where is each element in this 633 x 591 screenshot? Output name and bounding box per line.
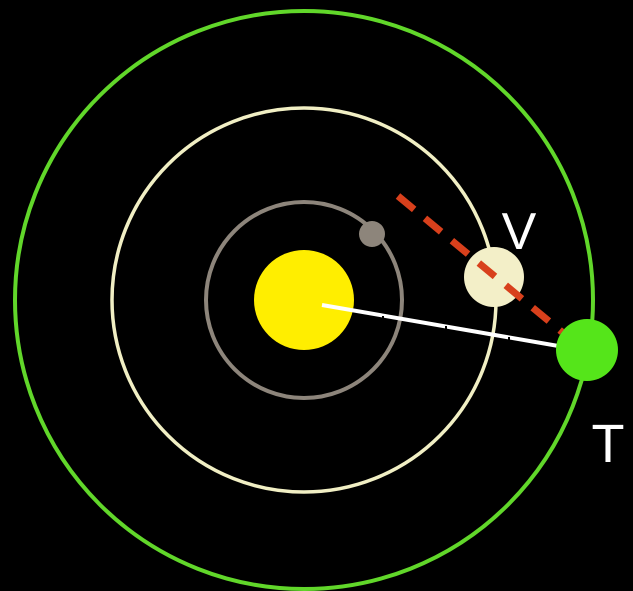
venus-label: V [502,203,537,261]
earth-planet [556,319,618,381]
earth-label: T [592,414,625,474]
mercury-planet [359,221,385,247]
sun [254,250,354,350]
